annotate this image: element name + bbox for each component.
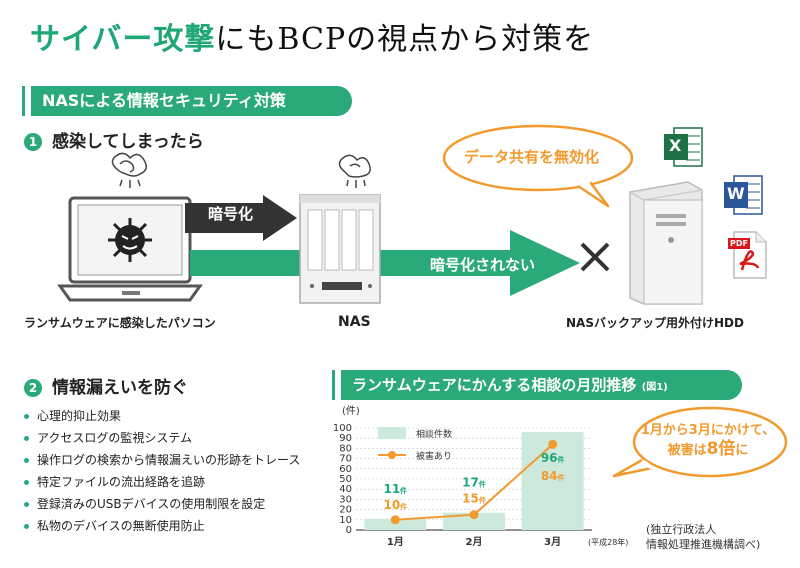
list-item: 私物のデバイスの無断使用防止	[24, 515, 300, 537]
pc-caption: ランサムウェアに感染したパソコン	[24, 316, 216, 330]
list-item-text: 心理的抑止効果	[37, 409, 122, 423]
y-tick-label: 50	[339, 474, 352, 485]
list-item: 特定ファイルの流出経路を追跡	[24, 471, 300, 493]
y-tick-label: 100	[333, 423, 352, 434]
line-value-label: 15件	[462, 492, 486, 506]
nas-device-illustration	[299, 154, 381, 304]
legend-line-label: 被害あり	[416, 450, 452, 462]
y-tick-label: 80	[339, 443, 352, 454]
x-tick-label: 2月	[466, 536, 483, 548]
pdf-file-icon: PDF	[728, 230, 768, 280]
bullet-icon	[24, 436, 29, 441]
y-tick-label: 30	[339, 494, 352, 505]
list-item: アクセスログの監視システム	[24, 427, 300, 449]
word-file-icon: W	[724, 174, 764, 218]
chart-section-header: ランサムウェアにかんする相談の月別推移 (図1)	[332, 370, 742, 400]
bullet-icon	[24, 524, 29, 529]
callout-emphasis: 8倍	[706, 439, 736, 459]
smoke-icon	[338, 154, 371, 188]
section-header-label: NASによる情報セキュリティ対策	[42, 91, 286, 110]
bar-value-label: 11件	[383, 482, 407, 496]
source-line1: (独立行政法人	[646, 523, 717, 536]
x-tick-label: 1月	[387, 536, 404, 548]
list-item-text: 操作ログの検索から情報漏えいの形跡をトレース	[37, 453, 301, 467]
x-axis-note: (平成28年)	[588, 537, 628, 547]
legend-bar-swatch	[378, 427, 406, 439]
disable-sharing-bubble	[442, 124, 634, 208]
virus-icon	[108, 218, 152, 262]
chart-legend: 相談件数 被害あり	[378, 427, 452, 462]
encrypt-arrow	[185, 195, 297, 241]
y-axis-label: (件)	[342, 405, 360, 417]
bullet-icon	[24, 502, 29, 507]
x-tick-label: 3月	[544, 536, 561, 548]
step1-label: 感染してしまったら	[52, 132, 204, 152]
list-item: 心理的抑止効果	[24, 405, 300, 427]
line-value-label: 10件	[383, 498, 407, 512]
list-item-text: アクセスログの監視システム	[37, 431, 193, 445]
callout-line2-c: に	[735, 443, 749, 458]
callout-text: 1月から3月にかけて、 被害は8倍に	[628, 422, 788, 460]
smoke-icon	[111, 152, 147, 188]
y-tick-label: 70	[339, 454, 352, 465]
prevention-list: 心理的抑止効果 アクセスログの監視システム 操作ログの検索から情報漏えいの形跡を…	[24, 405, 300, 537]
chart-section-label: ランサムウェアにかんする相談の月別推移	[352, 376, 637, 394]
bullet-icon	[24, 458, 29, 463]
infected-laptop-illustration	[57, 152, 203, 302]
list-item-text: 特定ファイルの流出経路を追跡	[37, 475, 206, 489]
step2-label: 情報漏えいを防ぐ	[52, 378, 188, 398]
source-line2: 情報処理推進機構調べ)	[646, 538, 761, 551]
nas-caption: NAS	[338, 314, 371, 330]
y-tick-label: 40	[339, 484, 352, 495]
line-point-1月	[390, 515, 400, 525]
title-highlight: サイバー攻撃	[30, 22, 216, 57]
pdf-label: PDF	[728, 238, 750, 249]
y-tick-label: 20	[339, 505, 352, 516]
excel-letter: X	[669, 136, 682, 155]
bullet-icon	[24, 480, 29, 485]
line-point-3月	[548, 439, 558, 449]
callout-line2: 被害は8倍に	[628, 440, 788, 460]
bar-1月	[364, 518, 427, 530]
source-note: (独立行政法人 情報処理推進機構調べ)	[646, 522, 760, 552]
block-x-icon	[580, 242, 610, 272]
bar-2月	[443, 512, 505, 530]
step1-number: 1	[24, 133, 42, 151]
step1-heading: 1 感染してしまったら	[24, 127, 204, 152]
callout-line1: 1月から3月にかけて、	[640, 423, 776, 438]
callout-line2-a: 被害は	[667, 443, 707, 458]
y-tick-label: 0	[346, 525, 352, 536]
external-hdd-illustration	[629, 181, 703, 305]
list-item: 操作ログの検索から情報漏えいの形跡をトレース	[24, 449, 300, 471]
list-item-text: 私物のデバイスの無断使用防止	[37, 519, 205, 533]
encrypt-label: 暗号化	[208, 205, 254, 223]
chart-fig-label: (図1)	[641, 382, 668, 393]
bullet-icon	[24, 414, 29, 419]
excel-file-icon: X	[664, 126, 704, 170]
title-rest: にもBCPの視点から対策を	[215, 22, 595, 57]
y-tick-label: 10	[339, 515, 352, 526]
legend-bar-label: 相談件数	[416, 428, 452, 440]
page-title: サイバー攻撃にもBCPの視点から対策を	[30, 14, 594, 58]
not-encrypted-label: 暗号化されない	[430, 256, 536, 274]
section-header-nas: NASによる情報セキュリティ対策	[22, 86, 352, 116]
list-item: 登録済みのUSBデバイスの使用制限を設定	[24, 493, 300, 515]
y-tick-label: 60	[339, 464, 352, 475]
section-stripe	[22, 86, 31, 116]
bubble-text: データ共有を無効化	[464, 148, 600, 166]
not-encrypted-arrow	[190, 230, 580, 296]
hdd-caption: NASバックアップ用外付けHDD	[566, 316, 744, 330]
word-letter: W	[727, 184, 745, 203]
list-item-text: 登録済みのUSBデバイスの使用制限を設定	[37, 497, 266, 511]
step2-heading: 2 情報漏えいを防ぐ	[24, 373, 188, 398]
section-stripe	[332, 370, 341, 400]
bar-value-label: 17件	[462, 476, 486, 490]
y-tick-label: 90	[339, 433, 352, 444]
step2-number: 2	[24, 379, 42, 397]
callout-bubble	[612, 406, 788, 478]
line-point-2月	[469, 510, 479, 520]
